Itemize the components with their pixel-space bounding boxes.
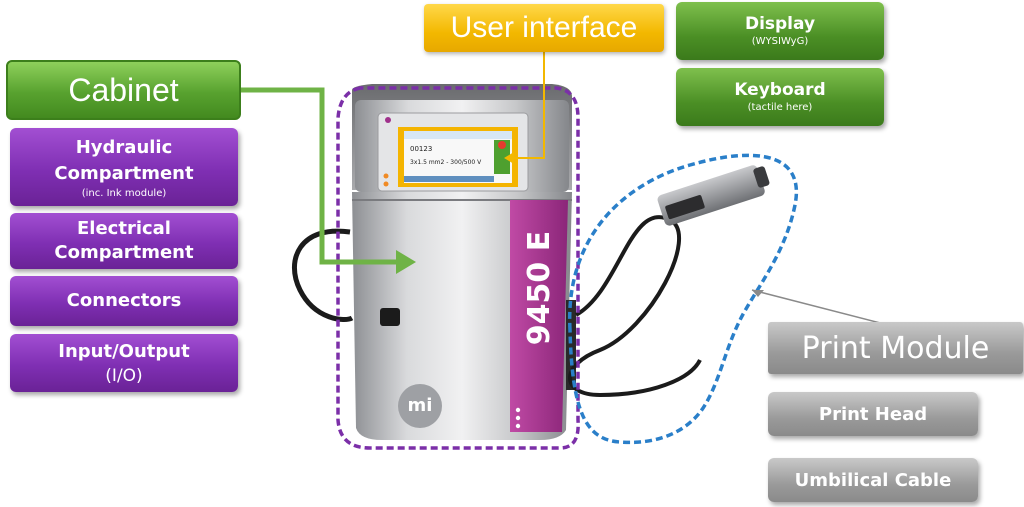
electrical-compartment-box: Electrical Compartment [10,213,238,269]
user-interface-title: User interface [424,4,664,52]
hydraulic-compartment-label: Hydraulic Compartment [49,135,199,187]
electrical-compartment-label: Electrical Compartment [44,217,204,265]
screen-value: 00123 [410,144,470,154]
input-output-box: Input/Output (I/O) [10,334,238,392]
input-output-sub: (I/O) [105,365,142,387]
keyboard-sub: (tactile here) [748,101,813,115]
display-label: Display [745,13,815,35]
umbilical-cable-label: Umbilical Cable [795,470,952,491]
connectors-box: Connectors [10,276,238,326]
connectors-label: Connectors [67,288,182,314]
brand-logo-icon: mi [405,394,435,418]
display-sub: (WYSIWyG) [752,35,808,49]
print-head-box: Print Head [768,392,978,436]
input-output-label: Input/Output [58,339,189,365]
print-head-label: Print Head [819,404,927,425]
model-label: 9450 E [522,228,558,348]
keyboard-box: Keyboard (tactile here) [676,68,884,126]
display-box: Display (WYSIWyG) [676,2,884,60]
hydraulic-compartment-box: Hydraulic Compartment (inc. Ink module) [10,128,238,206]
keyboard-label: Keyboard [734,79,825,101]
print-module-title: Print Module [768,322,1023,374]
cabinet-title: Cabinet [6,60,241,120]
hydraulic-compartment-sub: (inc. Ink module) [82,187,167,200]
umbilical-cable-box: Umbilical Cable [768,458,978,502]
screen-cable-text: 3x1.5 mm2 - 300/500 V [410,158,494,168]
umbilical-cable [570,217,700,395]
print-module-pointer [752,290,892,326]
